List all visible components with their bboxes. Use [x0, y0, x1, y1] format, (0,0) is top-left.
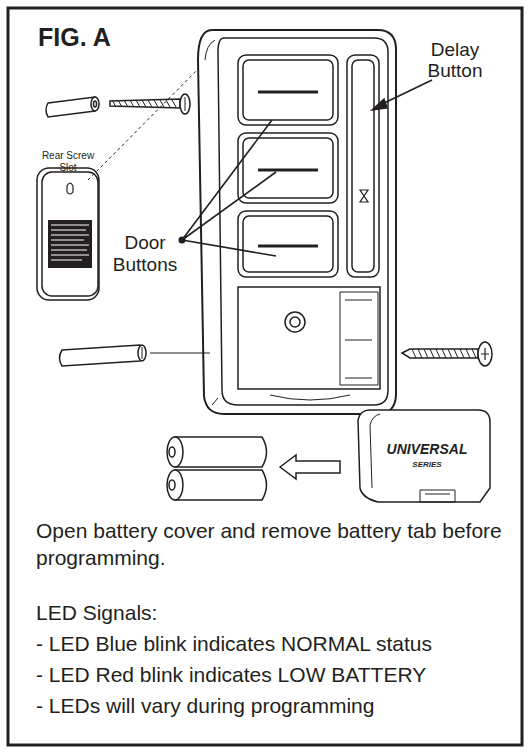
rear-view-remote	[37, 168, 99, 300]
screw-top	[110, 94, 190, 114]
part-label: Door Buttons	[110, 232, 180, 276]
note-heading: LED Signals:	[36, 600, 506, 625]
dashed-guide-line	[88, 52, 215, 180]
remote-body	[198, 30, 396, 414]
logo-text: SERIES	[377, 460, 477, 470]
note-line: - LED Blue blink indicates NORMAL status	[36, 631, 516, 656]
figure-title: FIG. A	[38, 22, 178, 52]
wall-anchor-bottom	[60, 345, 211, 366]
part-label: Rear Screw Slot	[40, 150, 96, 173]
instruction-note: Open battery cover and remove battery ta…	[36, 517, 506, 572]
part-label: Delay Button	[405, 40, 505, 82]
note-line: - LED Red blink indicates LOW BATTERY	[36, 662, 516, 687]
screw-right	[402, 342, 492, 366]
note-line: - LEDs will vary during programming	[36, 693, 516, 718]
batteries	[167, 437, 267, 500]
leader-lines	[179, 80, 433, 256]
insert-arrow	[280, 455, 340, 479]
wall-anchor-top	[46, 97, 99, 117]
figure-frame	[8, 8, 522, 745]
logo-text: UNIVERSAL	[377, 441, 477, 458]
battery-cover	[358, 410, 490, 502]
